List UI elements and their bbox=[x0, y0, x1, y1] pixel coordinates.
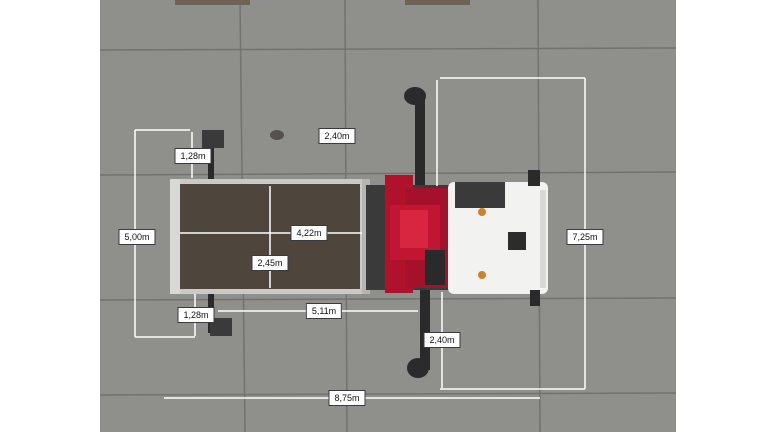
crane bbox=[385, 175, 450, 293]
dim-label-overall-length: 8,75m bbox=[328, 390, 366, 406]
truck-cab bbox=[448, 170, 548, 306]
dim-label-bed-length: 4,22m bbox=[290, 225, 328, 241]
dim-label-outrigger-top-rear: 1,28m bbox=[174, 148, 212, 164]
dim-label-overall-width: 5,00m bbox=[118, 229, 156, 245]
oil-stain bbox=[270, 130, 284, 140]
dim-label-outrigger-bottom-front: 2,40m bbox=[423, 332, 461, 348]
dim-label-rear-to-crane: 5,11m bbox=[305, 303, 343, 319]
dim-label-bed-width: 2,45m bbox=[251, 255, 289, 271]
dim-label-outrigger-bottom-rear: 1,28m bbox=[177, 307, 215, 323]
dim-label-span-front: 7,25m bbox=[566, 229, 604, 245]
dim-label-outrigger-top-front: 2,40m bbox=[318, 128, 356, 144]
aerial-photo: 2,40m 1,28m 5,00m 4,22m 2,45m 1,28m 5,11… bbox=[100, 0, 676, 432]
truck-overhead-scene bbox=[100, 0, 676, 432]
pallet-edge-right bbox=[405, 0, 470, 5]
pallet-edge-left bbox=[175, 0, 250, 5]
front-outriggers bbox=[404, 87, 430, 378]
